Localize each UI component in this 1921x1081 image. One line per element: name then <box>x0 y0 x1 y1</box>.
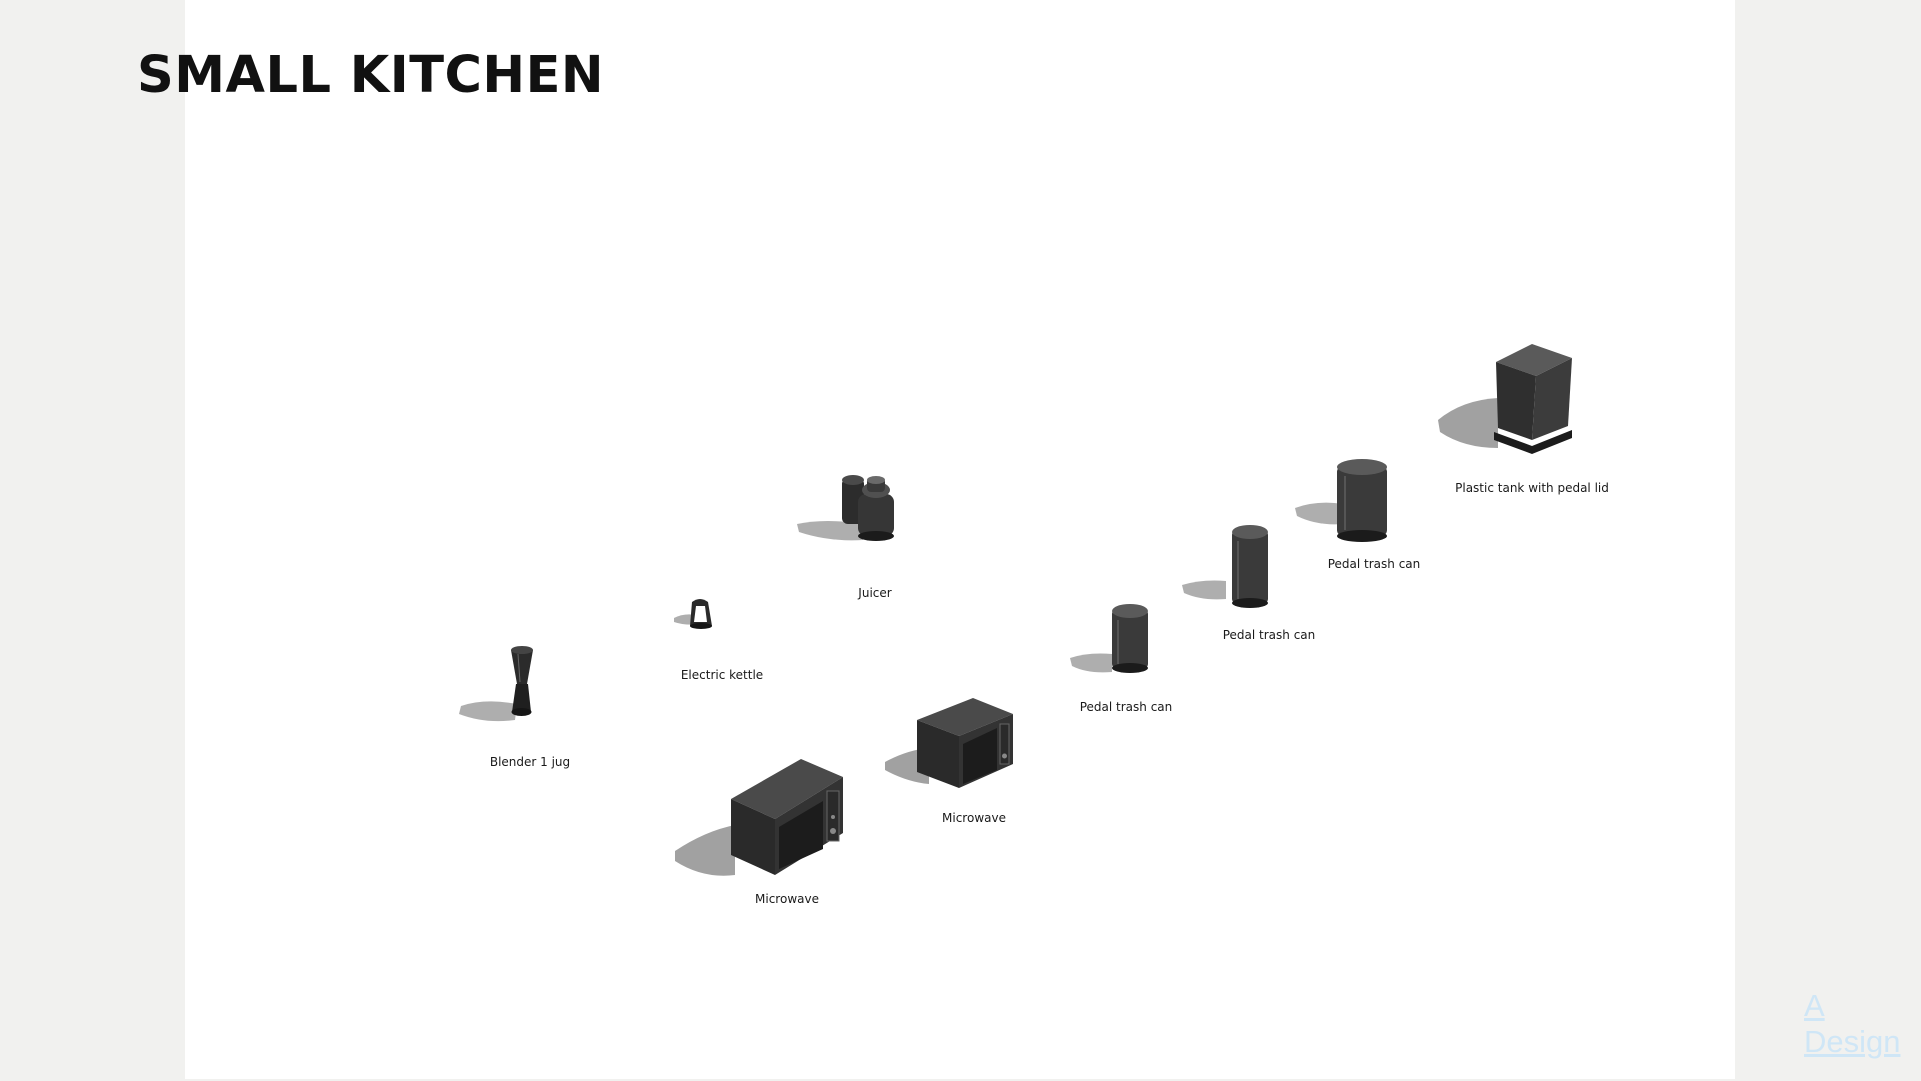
trash-can-icon <box>1295 458 1395 543</box>
microwave-icon <box>675 755 850 885</box>
trash-can-icon <box>1180 525 1270 615</box>
drawing-canvas <box>185 0 1735 1081</box>
item-label: Pedal trash can <box>1222 628 1316 642</box>
item-label: Microwave <box>755 892 819 906</box>
kettle-icon <box>672 592 732 642</box>
item-label: Plastic tank with pedal lid <box>1455 481 1609 495</box>
page-title: SMALL KITCHEN <box>137 46 605 105</box>
juicer-icon <box>795 472 915 567</box>
brand-line-1: A <box>1804 988 1825 1023</box>
item-label: Microwave <box>942 811 1006 825</box>
bottom-strip <box>0 1079 1921 1081</box>
brand-line-2: Design <box>1804 1024 1901 1059</box>
blender-icon <box>455 640 555 735</box>
trash-can-icon <box>1068 602 1158 682</box>
item-label: Pedal trash can <box>1327 557 1421 571</box>
item-label: Juicer <box>858 586 892 600</box>
pedal-bin-icon <box>1438 340 1578 460</box>
microwave-icon <box>885 698 1020 793</box>
brand-link[interactable]: A Design <box>1804 988 1914 1060</box>
item-label: Electric kettle <box>680 668 764 682</box>
item-label: Blender 1 jug <box>489 755 571 769</box>
item-label: Pedal trash can <box>1079 700 1173 714</box>
